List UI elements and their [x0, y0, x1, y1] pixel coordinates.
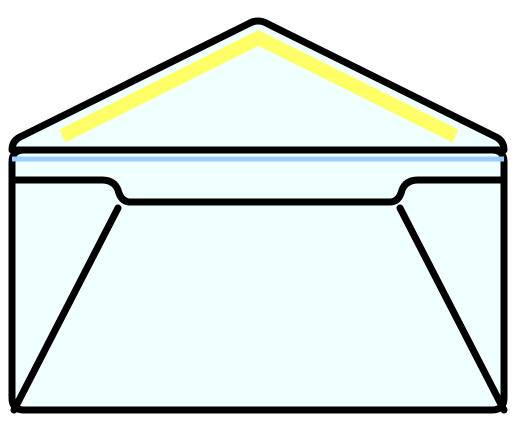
envelope-flap — [8, 17, 508, 154]
adhesive-strip — [58, 30, 459, 143]
envelope-body — [8, 146, 508, 414]
envelope-pocket — [8, 176, 508, 414]
